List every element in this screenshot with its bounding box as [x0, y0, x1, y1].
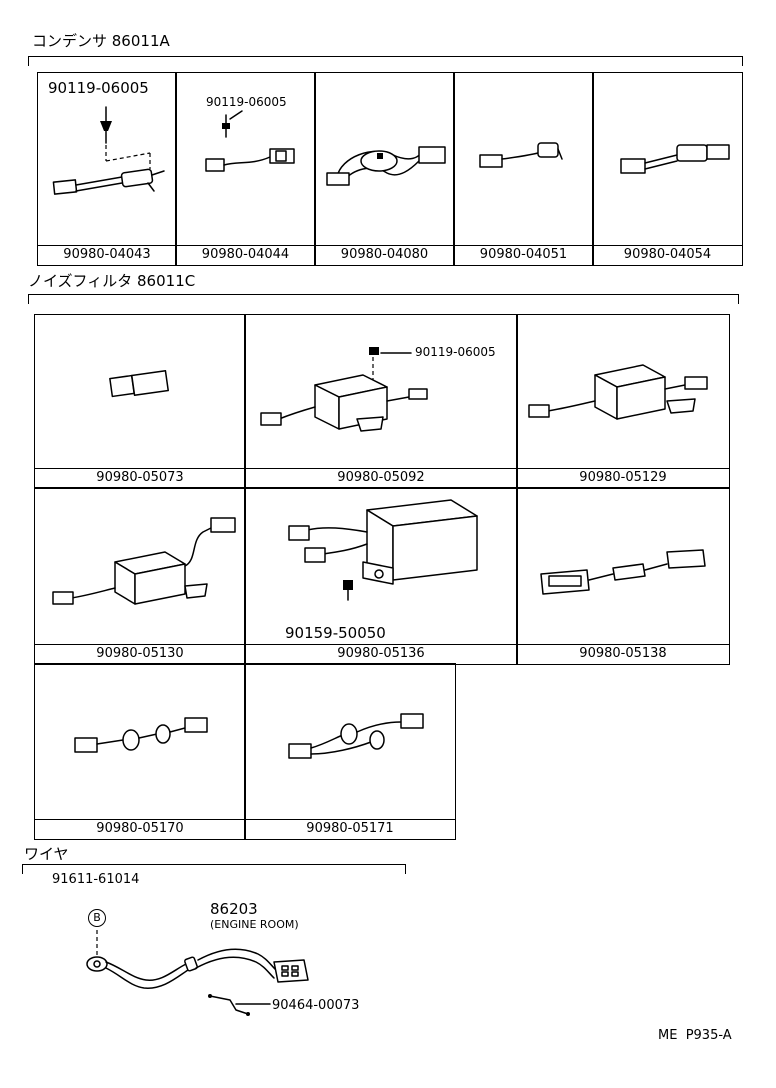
noise-filter-cell-05092[interactable]: 90119-06005 90980-05092 — [244, 314, 518, 489]
screw-part-number: 90159-50050 — [285, 624, 386, 642]
part-number-label: 90980-05129 — [517, 468, 729, 488]
part-number-label: 90980-05130 — [35, 644, 245, 664]
part-number-label: 90980-04054 — [593, 245, 742, 265]
noise-filter-05130-drawing — [52, 517, 236, 605]
part-number-label: 90980-05171 — [245, 819, 455, 839]
condenser-cell-2[interactable]: 90119-06005 90980-04044 — [175, 72, 316, 266]
screw-part-number: 90119-06005 — [206, 95, 287, 109]
noise-filter-05170-drawing — [74, 717, 208, 753]
part-number-label: 90980-04080 — [315, 245, 454, 265]
wire-bracket — [22, 864, 406, 874]
noise-filter-cell-05136[interactable]: 90159-50050 90980-05136 — [244, 487, 518, 665]
noise-filter-05136-drawing — [288, 499, 478, 601]
condenser-04051-drawing — [479, 142, 563, 168]
noise-filter-section-title: ノイズフィルタ 86011C — [28, 272, 196, 290]
part-number-label: 90980-04044 — [176, 245, 315, 265]
part-number-label: 90980-05073 — [35, 468, 245, 488]
noise-filter-cell-05138[interactable]: 90980-05138 — [516, 487, 730, 665]
condenser-cell-1[interactable]: 90119-06005 90980-04043 — [37, 72, 177, 266]
part-number-label: 90980-05138 — [517, 644, 729, 664]
noise-filter-cell-05130[interactable]: 90980-05130 — [34, 487, 246, 665]
wire-section-title: ワイヤ — [24, 845, 69, 863]
noise-filter-05171-drawing — [288, 713, 424, 759]
screw-part-number: 90119-06005 — [48, 79, 149, 97]
noise-filter-cell-05129[interactable]: 90980-05129 — [516, 314, 730, 489]
condenser-04080-drawing — [326, 146, 446, 186]
condenser-04044-drawing — [205, 110, 295, 172]
condenser-cell-4[interactable]: 90980-04051 — [453, 72, 594, 266]
noise-filter-cell-05170[interactable]: 90980-05170 — [34, 663, 246, 840]
part-number-label: 90980-04043 — [38, 245, 176, 265]
screw-part-number: 90119-06005 — [415, 345, 496, 359]
noise-filter-05092-drawing — [260, 347, 428, 432]
bolt-circle-b-marker: B — [88, 909, 106, 927]
drawing-reference: ME P935-A — [658, 1028, 732, 1043]
bolt-part-number[interactable]: 91611-61014 — [52, 872, 140, 887]
noise-filter-05129-drawing — [528, 364, 708, 420]
part-number-label: 90980-05170 — [35, 819, 245, 839]
noise-filter-cell-05171[interactable]: 90980-05171 — [244, 663, 456, 840]
condenser-cell-5[interactable]: 90980-04054 — [592, 72, 743, 266]
noise-filter-05138-drawing — [540, 549, 706, 595]
part-number-label: 90980-05136 — [245, 644, 517, 664]
noise-filter-cell-05073[interactable]: 90980-05073 — [34, 314, 246, 489]
condenser-section-title: コンデンサ 86011A — [32, 32, 170, 50]
wire-harness-drawing — [86, 930, 309, 1016]
condenser-04054-drawing — [620, 144, 730, 174]
clip-part-number[interactable]: 90464-00073 — [272, 998, 360, 1013]
condenser-cell-3[interactable]: 90980-04080 — [314, 72, 455, 266]
part-number-label: 90980-05092 — [245, 468, 517, 488]
harness-location-note: (ENGINE ROOM) — [210, 918, 299, 931]
noise-filter-bracket — [28, 294, 739, 304]
noise-filter-05073-drawing — [109, 369, 169, 398]
part-number-label: 90980-04051 — [454, 245, 593, 265]
harness-part-number[interactable]: 86203 — [210, 900, 258, 918]
condenser-04043-drawing — [52, 106, 165, 195]
condenser-bracket — [28, 56, 743, 66]
